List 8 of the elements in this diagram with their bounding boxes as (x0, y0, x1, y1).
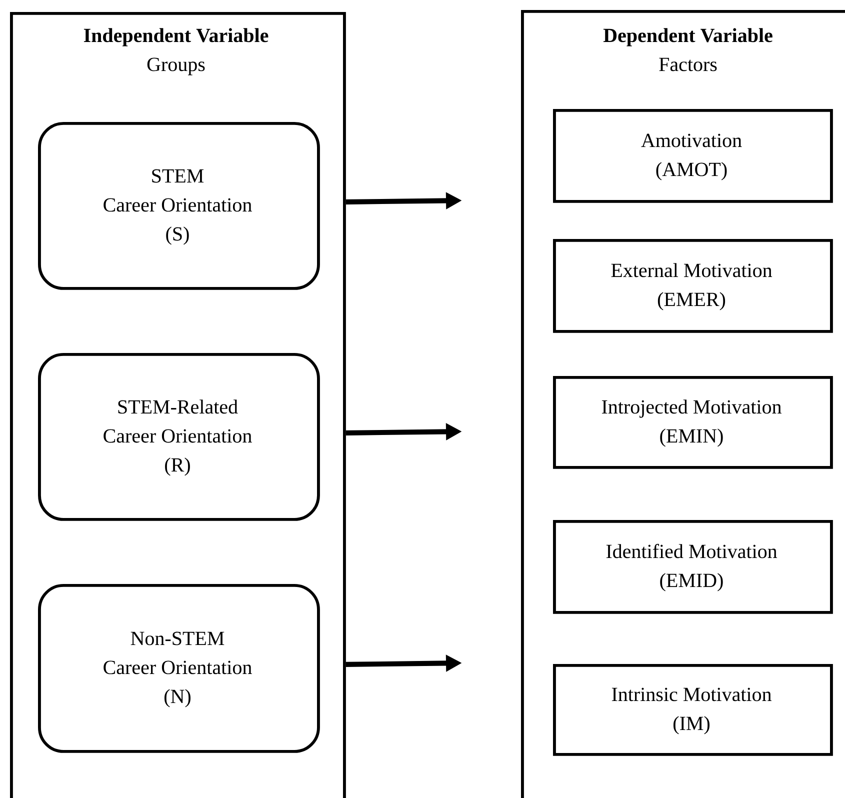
factor-box: Identified Motivation (EMID) (553, 520, 833, 614)
group-box: STEM-Related Career Orientation (R) (38, 353, 320, 521)
factor-box: Intrinsic Motivation (IM) (553, 664, 833, 756)
group-box: Non-STEM Career Orientation (N) (38, 584, 320, 753)
group-box: STEM Career Orientation (S) (38, 122, 320, 290)
factor-box: Amotivation (AMOT) (553, 109, 833, 203)
factor-box: External Motivation (EMER) (553, 239, 833, 333)
factor-box: Introjected Motivation (EMIN) (553, 376, 833, 469)
